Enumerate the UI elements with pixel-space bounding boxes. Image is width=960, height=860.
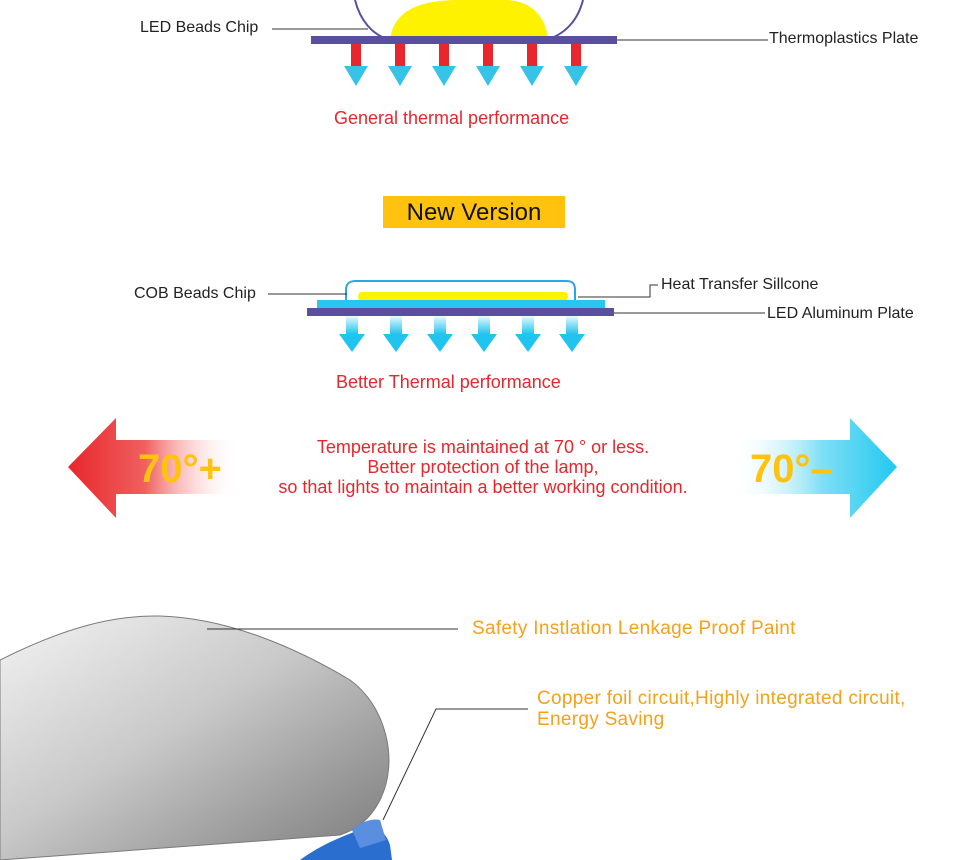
temp-line-1: Temperature is maintained at 70 ° or les…	[316, 437, 650, 457]
hot-arrow-left	[68, 418, 240, 518]
old-heat-arrows	[344, 44, 588, 86]
new-heat-arrows	[339, 316, 585, 352]
new-silicone-layer	[317, 300, 605, 308]
new-plate-label: LED Aluminum Plate	[767, 305, 914, 322]
new-version-badge: New Version	[383, 196, 565, 228]
temp-low-label: 70°–	[750, 447, 833, 491]
paint-label: Safety Instlation Lenkage Proof Paint	[472, 618, 796, 639]
temperature-description: Temperature is maintained at 70 ° or les…	[232, 437, 734, 497]
cool-arrow-right	[730, 418, 897, 518]
temp-line-3: so that lights to maintain a better work…	[278, 477, 688, 497]
old-plate-label: Thermoplastics Plate	[769, 30, 919, 47]
temp-line-2: Better protection of the lamp,	[367, 457, 599, 477]
circuit-label-line-2: Energy Saving	[537, 709, 665, 730]
new-silicone-label: Heat Transfer Sillcone	[661, 276, 819, 293]
circuit-label: Copper foil circuit,Highly integrated ci…	[537, 688, 906, 730]
new-cob-chip	[358, 292, 568, 301]
old-led-dome	[354, 0, 584, 41]
circuit-leader-line	[382, 708, 528, 821]
old-caption: General thermal performance	[334, 108, 570, 128]
new-aluminum-plate	[307, 308, 614, 316]
new-silicone-outline	[345, 280, 576, 300]
new-silicone-leader-line	[578, 284, 658, 298]
circuit-label-line-1: Copper foil circuit,Highly integrated ci…	[537, 688, 906, 709]
new-chip-label: COB Beads Chip	[134, 285, 256, 302]
old-chip-label: LED Beads Chip	[140, 19, 259, 36]
temp-high-label: 70°+	[138, 447, 222, 491]
new-caption: Better Thermal performance	[336, 372, 561, 392]
lamp-housing	[0, 615, 392, 860]
old-thermoplastic-plate	[311, 36, 617, 44]
